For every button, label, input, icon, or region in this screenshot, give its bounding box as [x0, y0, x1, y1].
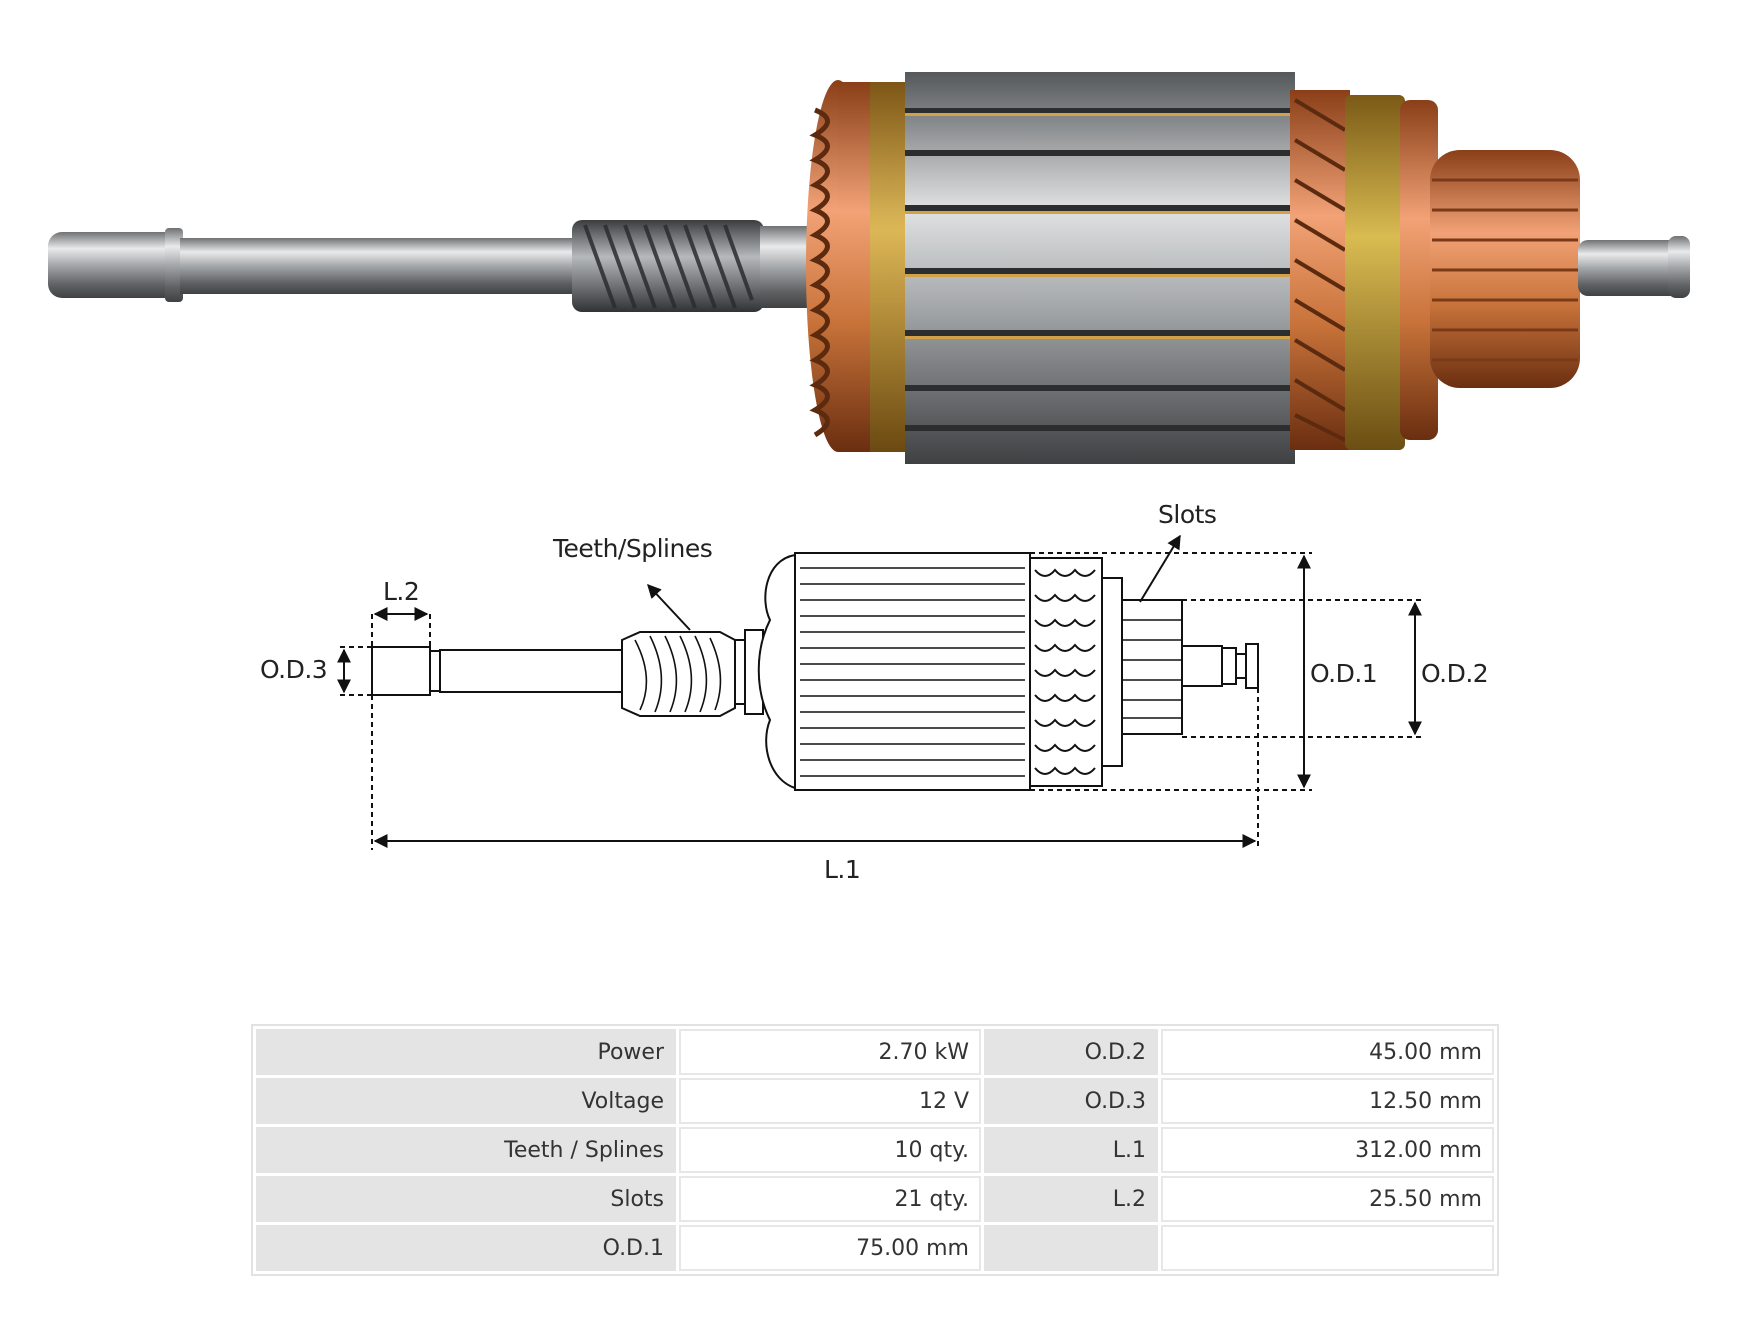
spec-key: O.D.1 [256, 1225, 676, 1271]
spec-key: Voltage [256, 1078, 676, 1124]
core-outline [794, 552, 1031, 791]
table-row: Slots 21 qty. L.2 25.50 mm [256, 1176, 1494, 1222]
spec-key-empty [984, 1225, 1158, 1271]
table-row: Power 2.70 kW O.D.2 45.00 mm [256, 1029, 1494, 1075]
l2-label: L.2 [383, 577, 419, 606]
armature-core [905, 72, 1295, 464]
pinion-gear [572, 220, 808, 312]
spec-value: 10 qty. [679, 1127, 981, 1173]
dimension-drawing: Teeth/Splines Slots L.2 O.D.3 O.D.1 O.D.… [260, 500, 1489, 884]
od1-label: O.D.1 [1310, 659, 1377, 688]
spec-value: 12.50 mm [1161, 1078, 1494, 1124]
pinion-outline [621, 631, 736, 717]
spec-value: 75.00 mm [679, 1225, 981, 1271]
winding-right-outline [1029, 557, 1103, 787]
table-row: Teeth / Splines 10 qty. L.1 312.00 mm [256, 1127, 1494, 1173]
shaft-collar-outline [429, 650, 441, 692]
core-lines [800, 567, 1025, 777]
slots-label: Slots [1158, 500, 1216, 529]
armature-photo [48, 72, 1690, 464]
spec-key: O.D.2 [984, 1029, 1158, 1075]
teeth-pointer-arrow [647, 583, 691, 631]
teeth-splines-label: Teeth/Splines [552, 534, 712, 563]
od2-label: O.D.2 [1421, 659, 1488, 688]
shaft-left [48, 228, 575, 302]
table-row: O.D.1 75.00 mm [256, 1225, 1494, 1271]
spec-key: O.D.3 [984, 1078, 1158, 1124]
slots-pointer-arrow [1139, 534, 1181, 603]
spec-value: 45.00 mm [1161, 1029, 1494, 1075]
spec-value: 2.70 kW [679, 1029, 981, 1075]
shaft-end-outline [371, 646, 431, 696]
winding-end-left [806, 80, 910, 452]
winding-left-outline [757, 553, 796, 790]
commutator-segments [1122, 619, 1182, 719]
spec-key: Slots [256, 1176, 676, 1222]
pinion-helix-lines [634, 635, 722, 713]
spec-value-empty [1161, 1225, 1494, 1271]
spec-value: 12 V [679, 1078, 981, 1124]
winding-pattern [1034, 568, 1096, 775]
commutator [1430, 150, 1580, 388]
shaft-outline [439, 649, 623, 693]
spec-value: 312.00 mm [1161, 1127, 1494, 1173]
spec-value: 25.50 mm [1161, 1176, 1494, 1222]
winding-end-right [1290, 90, 1438, 450]
l1-label: L.1 [824, 855, 860, 884]
shaft-right [1578, 236, 1690, 298]
spec-key: L.2 [984, 1176, 1158, 1222]
spec-key: Power [256, 1029, 676, 1075]
spec-key: L.1 [984, 1127, 1158, 1173]
spec-value: 21 qty. [679, 1176, 981, 1222]
od3-label: O.D.3 [260, 655, 327, 684]
commutator-outline [1121, 599, 1183, 735]
table-row: Voltage 12 V O.D.3 12.50 mm [256, 1078, 1494, 1124]
spec-key: Teeth / Splines [256, 1127, 676, 1173]
spec-table: Power 2.70 kW O.D.2 45.00 mm Voltage 12 … [251, 1024, 1499, 1276]
